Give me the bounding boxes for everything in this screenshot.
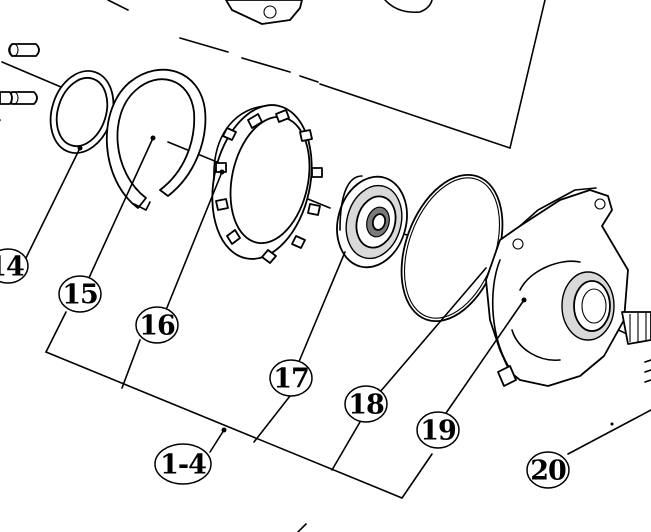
part-16-ring-gear [211, 104, 323, 264]
callout-18-label: 18 [348, 390, 384, 421]
bottom-stub-mark [297, 523, 307, 532]
callout-14-label: 14 [0, 252, 24, 283]
callout-20: 20 [526, 451, 570, 489]
callout-1-4: 1-4 [154, 443, 212, 485]
callout-16-label: 16 [139, 311, 175, 342]
part-19-flange-housing [485, 187, 629, 387]
part-14-washer [49, 70, 115, 154]
callout-14: 14 [0, 248, 29, 284]
callout-19: 19 [416, 411, 460, 449]
callout-16: 16 [135, 306, 179, 344]
callout-18: 18 [344, 385, 388, 423]
part-17-bearing [336, 175, 408, 269]
callout-1-4-label: 1-4 [160, 450, 206, 481]
part-15-retaining-ring [105, 68, 207, 211]
pins [0, 43, 40, 105]
callout-17: 17 [269, 359, 313, 397]
callout-20-label: 20 [530, 456, 566, 487]
callout-15-label: 15 [62, 280, 98, 311]
top-housing-fragment [107, 0, 433, 25]
callout-15: 15 [58, 275, 102, 313]
assembly-bracket [45, 311, 433, 499]
callout-19-label: 19 [420, 416, 456, 447]
callout-17-label: 17 [273, 364, 309, 395]
part-20-shaft [610, 311, 651, 426]
leader-lines [0, 119, 651, 455]
